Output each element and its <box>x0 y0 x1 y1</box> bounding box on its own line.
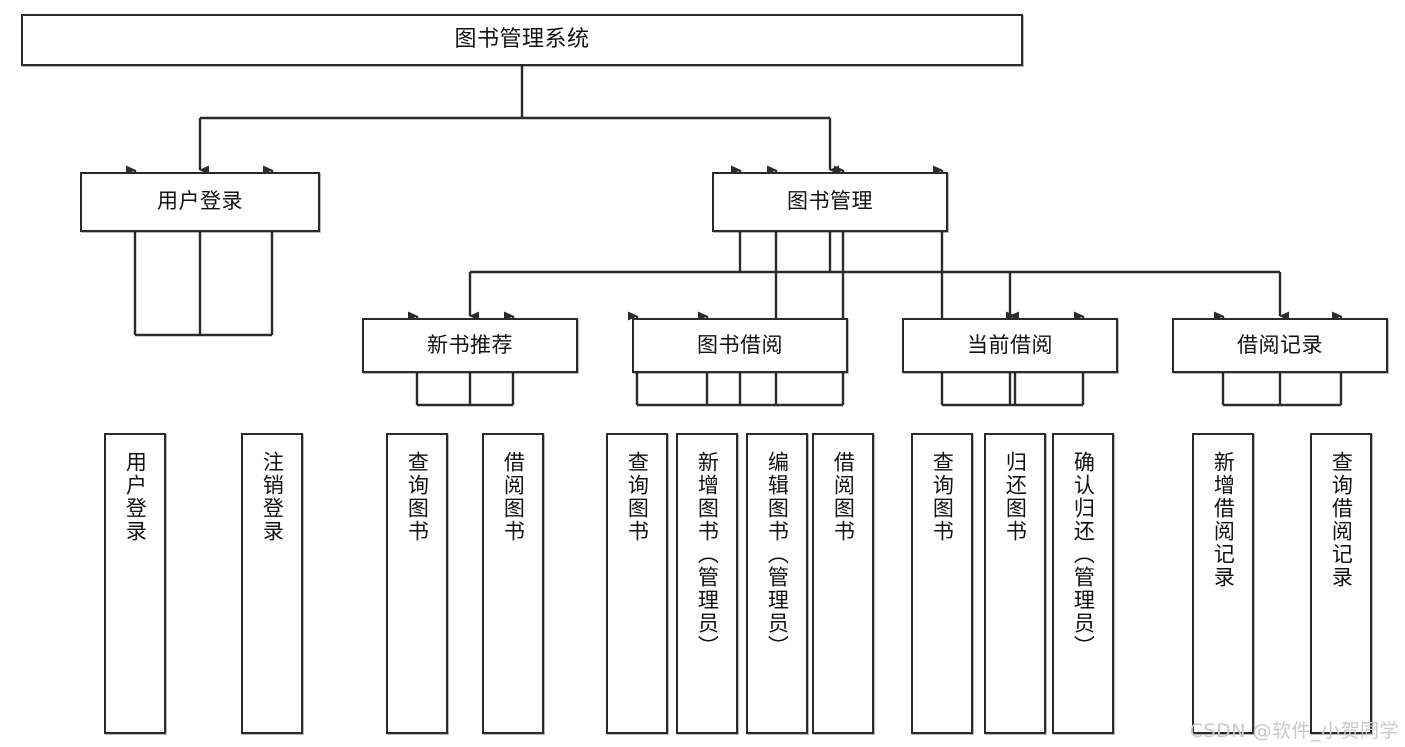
node-label: 查询借阅记录 <box>1329 451 1354 589</box>
node-label: 新增借阅记录 <box>1211 451 1236 589</box>
node-book-management[interactable]: 图书管理 <box>712 172 948 232</box>
node-label: 注销登录 <box>260 451 285 543</box>
node-label: 用户登录 <box>157 189 243 214</box>
leaf-query-book-current[interactable]: 查询图书 <box>911 433 973 734</box>
node-label: 图书管理 <box>787 189 873 214</box>
leaf-borrow-book-recommend[interactable]: 借阅图书 <box>482 433 544 734</box>
leaf-borrow-book[interactable]: 借阅图书 <box>812 433 874 734</box>
leaf-user-login[interactable]: 用户登录 <box>104 433 166 734</box>
leaf-add-book-admin[interactable]: 新增图书（管理员） <box>676 433 738 734</box>
node-root-system[interactable]: 图书管理系统 <box>21 14 1023 66</box>
node-user-login[interactable]: 用户登录 <box>80 172 320 232</box>
node-label: 确认归还（管理员） <box>1071 451 1096 658</box>
node-label: 查询图书 <box>930 451 955 543</box>
node-label: 查询图书 <box>405 451 430 543</box>
node-label: 编辑图书（管理员） <box>765 451 790 658</box>
node-current-borrow[interactable]: 当前借阅 <box>902 318 1118 373</box>
csdn-watermark: CSDN @软件_小贺同学 <box>1189 720 1399 742</box>
node-label: 借阅图书 <box>501 451 526 543</box>
node-label: 借阅图书 <box>831 451 856 543</box>
node-label: 查询图书 <box>625 451 650 543</box>
node-label: 新增图书（管理员） <box>695 451 720 658</box>
node-label: 图书管理系统 <box>454 26 590 52</box>
node-label: 借阅记录 <box>1237 332 1323 357</box>
leaf-add-borrow-record[interactable]: 新增借阅记录 <box>1192 433 1254 734</box>
node-label: 用户登录 <box>123 451 148 543</box>
leaf-logout-login[interactable]: 注销登录 <box>241 433 303 734</box>
node-label: 当前借阅 <box>967 332 1053 357</box>
leaf-return-book[interactable]: 归还图书 <box>984 433 1046 734</box>
node-new-book-recommend[interactable]: 新书推荐 <box>362 318 578 373</box>
leaf-confirm-return-admin[interactable]: 确认归还（管理员） <box>1052 433 1114 734</box>
node-label: 归还图书 <box>1003 451 1028 543</box>
leaf-query-book-recommend[interactable]: 查询图书 <box>386 433 448 734</box>
leaf-edit-book-admin[interactable]: 编辑图书（管理员） <box>746 433 808 734</box>
node-borrow-record[interactable]: 借阅记录 <box>1172 318 1388 373</box>
leaf-query-borrow-record[interactable]: 查询借阅记录 <box>1310 433 1372 734</box>
node-book-borrow[interactable]: 图书借阅 <box>632 318 848 373</box>
leaf-query-book-borrow[interactable]: 查询图书 <box>606 433 668 734</box>
node-label: 新书推荐 <box>427 332 513 357</box>
node-label: 图书借阅 <box>697 332 783 357</box>
